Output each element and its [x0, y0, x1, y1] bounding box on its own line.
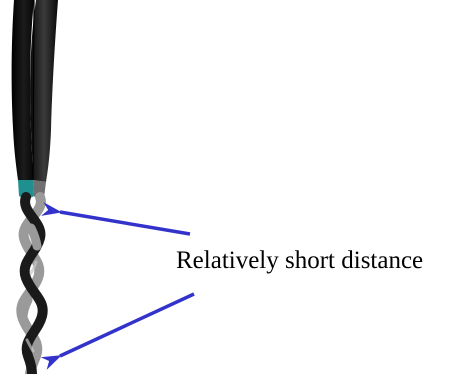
jacket-left-conductor — [11, 0, 34, 180]
twisted-conductors — [16, 192, 48, 374]
cable-jacket — [11, 0, 58, 182]
annotation-arrows — [40, 202, 195, 370]
arrow-upper — [41, 202, 191, 236]
conductor-black — [19, 192, 48, 374]
insulation-tip-teal — [18, 180, 34, 199]
jacket-right-conductor — [30, 0, 58, 182]
annotation-label: Relatively short distance — [176, 247, 424, 274]
arrow-lower — [40, 292, 195, 370]
